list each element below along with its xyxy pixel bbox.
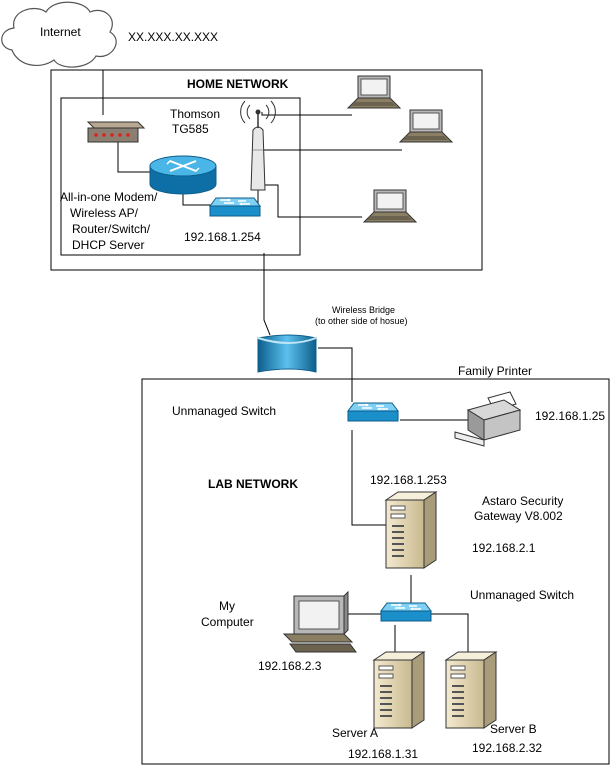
wireless-bridge-label-2: (to other side of hosue) <box>315 316 408 326</box>
home-switch-icon <box>209 197 261 217</box>
wireless-ap-icon <box>240 100 276 191</box>
laptop-icon-3 <box>363 189 417 223</box>
printer-ip: 192.168.1.25 <box>535 409 605 423</box>
server-a-ip: 192.168.1.31 <box>348 747 418 761</box>
my-computer-ip: 192.168.2.3 <box>258 659 322 673</box>
unmanaged-switch-2-icon <box>380 602 432 622</box>
router-inner-box <box>60 97 301 256</box>
printer-icon <box>454 391 522 447</box>
laptop-icon-2 <box>399 109 453 143</box>
router-desc-line-2: Wireless AP/ <box>70 206 139 220</box>
internet-label: Internet <box>40 25 81 39</box>
unmanaged-switch-2-label: Unmanaged Switch <box>470 588 574 602</box>
home-network-box <box>50 69 483 271</box>
my-computer-label-2: Computer <box>201 615 254 629</box>
my-computer-label-1: My <box>219 599 235 613</box>
router-icon <box>149 155 217 195</box>
server-b-label: Server B <box>490 722 537 736</box>
gateway-label-1: Astaro Security <box>482 494 563 508</box>
my-computer-icon <box>282 590 357 653</box>
router-model-line-1: Thomson <box>170 107 220 121</box>
public-ip-label: XX.XXX.XX.XXX <box>128 30 218 44</box>
lab-network-title: LAB NETWORK <box>208 477 298 491</box>
server-b-icon <box>445 651 497 729</box>
server-a-icon <box>373 651 425 729</box>
router-desc-line-3: Router/Switch/ <box>72 222 151 236</box>
router-desc-line-4: DHCP Server <box>72 238 144 252</box>
lab-network-box <box>141 378 610 765</box>
laptop-icon-1 <box>347 75 401 109</box>
wireless-bridge-icon <box>257 334 317 373</box>
internet-cloud: Internet <box>1 1 117 68</box>
gateway-label-2: Gateway V8.002 <box>474 509 563 523</box>
printer-label: Family Printer <box>458 364 532 378</box>
wireless-bridge-label-1: Wireless Bridge <box>332 305 395 315</box>
router-desc-line-1: All-in-one Modem/ <box>60 190 158 204</box>
router-ip: 192.168.1.254 <box>184 230 261 244</box>
switch-1-ip: 192.168.1.253 <box>370 473 447 487</box>
unmanaged-switch-1-icon <box>347 402 399 422</box>
gateway-ip: 192.168.2.1 <box>472 541 536 555</box>
server-a-label: Server A <box>332 726 378 740</box>
unmanaged-switch-1-label: Unmanaged Switch <box>172 404 276 418</box>
modem-icon <box>86 121 146 143</box>
router-model-line-2: TG585 <box>172 122 209 136</box>
home-network-title: HOME NETWORK <box>187 77 289 91</box>
server-b-ip: 192.168.2.32 <box>472 741 542 755</box>
security-gateway-icon <box>385 491 437 569</box>
